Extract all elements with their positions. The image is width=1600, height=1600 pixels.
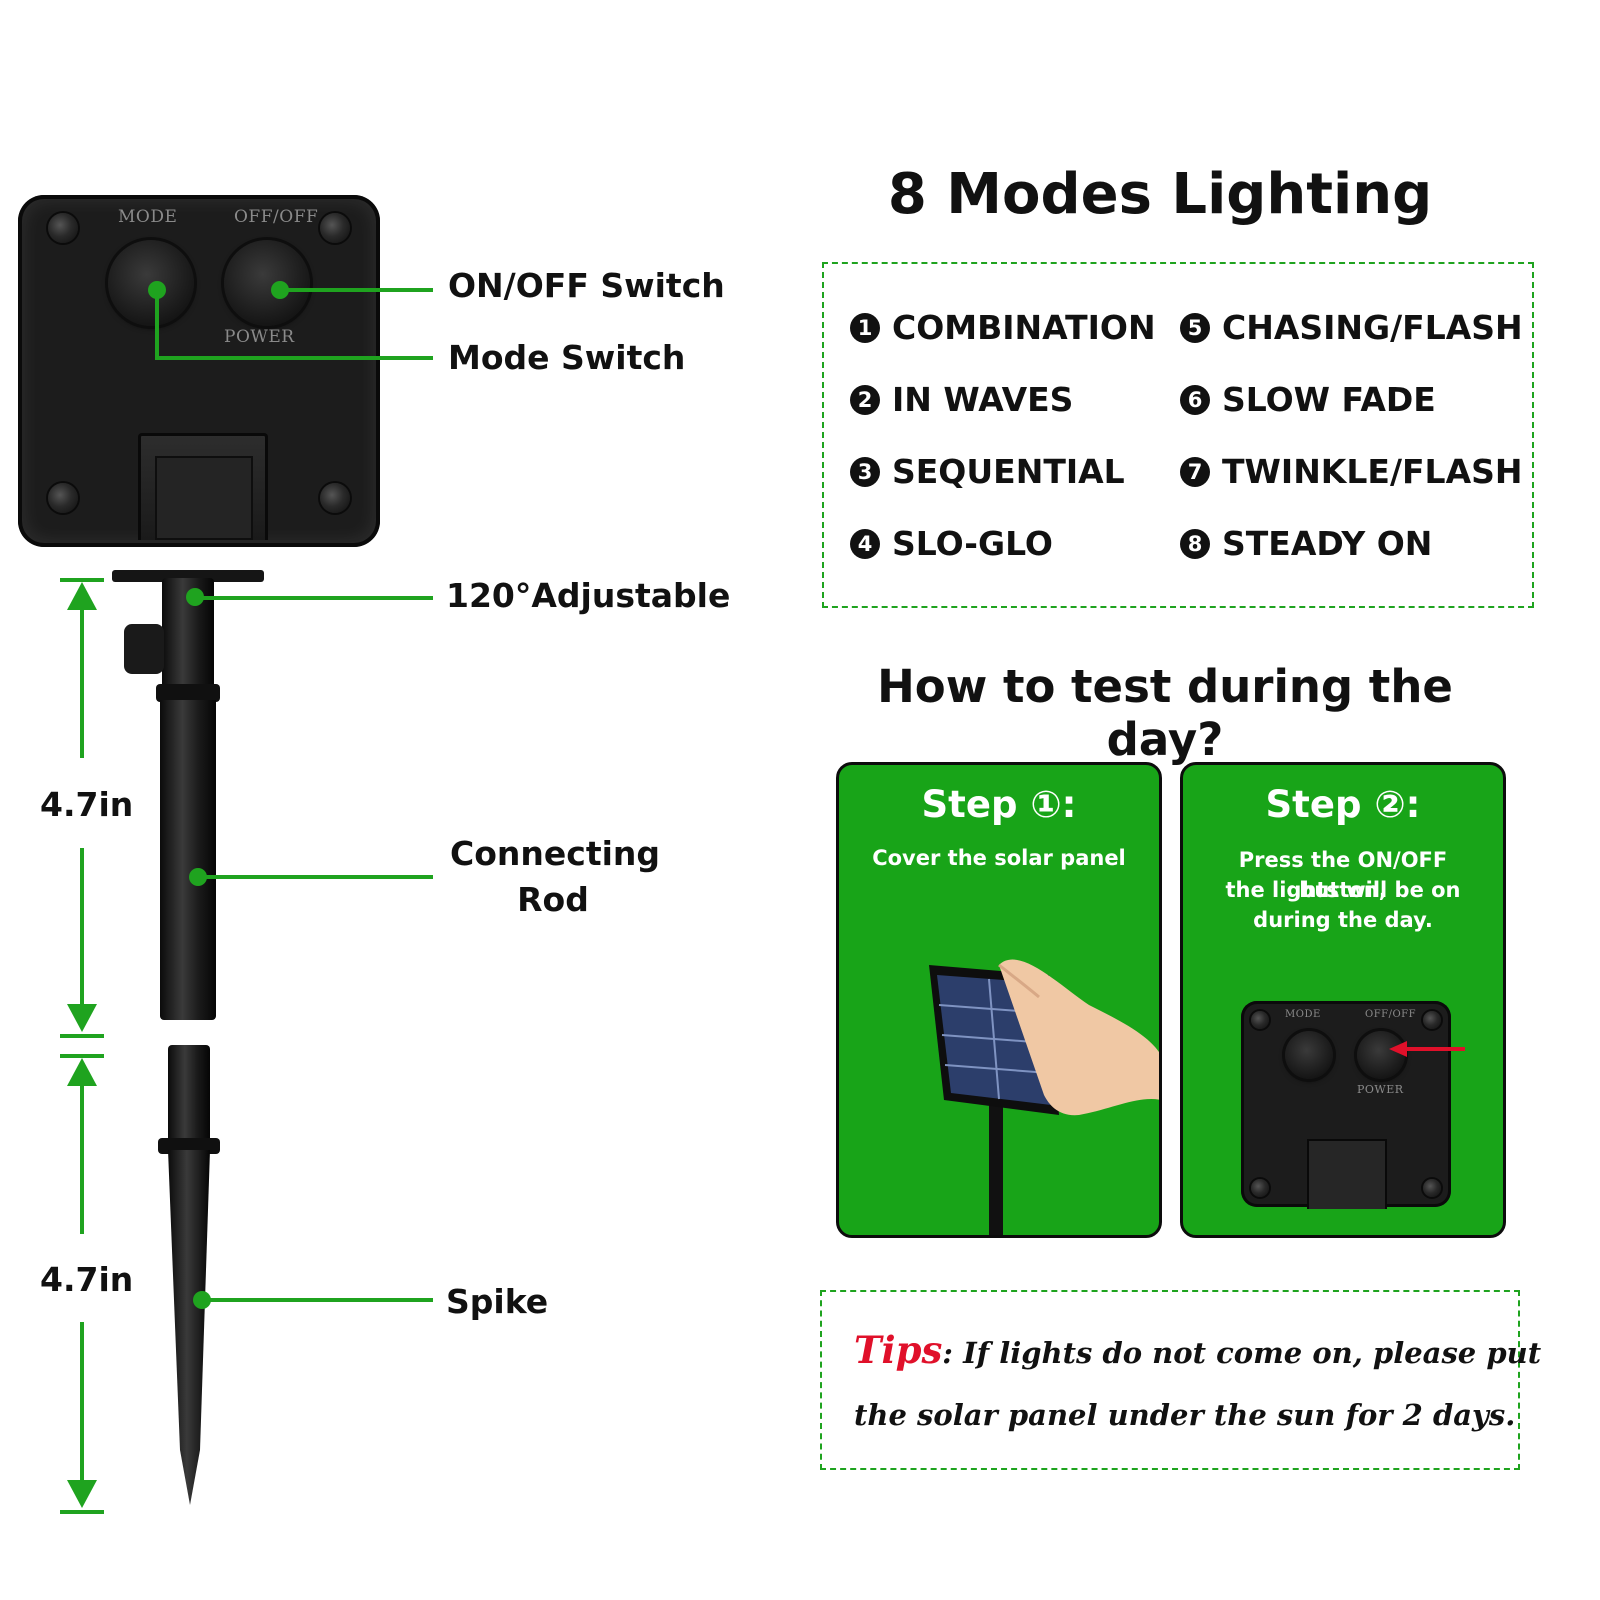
dim-line <box>80 1322 84 1480</box>
mini-power-print: POWER <box>1357 1083 1404 1096</box>
tips-line-1: Tips: If lights do not come on, please p… <box>854 1328 1542 1372</box>
power-button[interactable] <box>224 240 310 326</box>
dim-tick <box>60 1510 104 1514</box>
controller-box: MODE OFF/OFF POWER <box>18 195 380 547</box>
power-print: POWER <box>224 327 295 347</box>
solar-panel-hand-illustration <box>929 959 1159 1235</box>
dim-line <box>80 1084 84 1234</box>
mode-callout: Mode Switch <box>448 338 686 377</box>
tips-key: Tips <box>854 1328 943 1372</box>
upper-dimension: 4.7in <box>40 785 134 824</box>
arrow-up-icon <box>67 582 97 610</box>
rod-leader <box>198 875 433 879</box>
screw-icon <box>1423 1011 1441 1029</box>
spike-leader <box>202 1298 433 1302</box>
screw-icon <box>320 483 350 513</box>
offon-print: OFF/OFF <box>234 207 319 227</box>
knob-icon <box>124 624 164 674</box>
arrow-down-icon <box>67 1480 97 1508</box>
dim-tick <box>60 1034 104 1038</box>
tips-line-2: the solar panel under the sun for 2 days… <box>854 1398 1516 1432</box>
mode-print: MODE <box>118 207 178 227</box>
step2-card: Step ②: Press the ON/OFF button, the lig… <box>1180 762 1506 1238</box>
screw-icon <box>1423 1179 1441 1197</box>
red-arrow-icon <box>1389 1041 1465 1057</box>
rod-callout-1: Connecting <box>450 834 661 873</box>
arrow-up-icon <box>67 1058 97 1086</box>
spike-callout: Spike <box>446 1282 549 1321</box>
screw-icon <box>48 213 78 243</box>
mini-power-button[interactable] <box>1357 1031 1405 1079</box>
onoff-callout: ON/OFF Switch <box>448 266 725 305</box>
tips-box: Tips: If lights do not come on, please p… <box>820 1290 1541 1470</box>
step1-text: Cover the solar panel <box>872 846 1126 870</box>
connecting-rod <box>160 700 216 1020</box>
mini-light-sensor <box>1307 1139 1387 1209</box>
step2-text-2: the lights will be on <box>1225 878 1461 902</box>
mini-mode-button[interactable] <box>1285 1031 1333 1079</box>
mini-mode-print: MODE <box>1285 1009 1321 1020</box>
onoff-leader <box>280 288 433 292</box>
step1-title: Step ①: <box>921 783 1077 826</box>
spike <box>168 1150 210 1505</box>
test-title: How to test during the day? <box>877 660 1453 766</box>
mode-leader-v <box>155 290 159 360</box>
step2-text-3: during the day. <box>1253 908 1433 932</box>
rod-callout-2: Rod <box>517 880 589 919</box>
dim-line <box>80 608 84 758</box>
screw-icon <box>1251 1179 1269 1197</box>
mini-controller: MODE OFF/OFF POWER <box>1241 1001 1451 1209</box>
rod-collar <box>156 684 220 702</box>
step1-card: Step ①: Cover the solar panel <box>836 762 1162 1238</box>
adjust-leader <box>195 596 433 600</box>
dim-tick <box>60 1054 104 1058</box>
dim-line <box>80 848 84 1004</box>
adjustable-callout: 120°Adjustable <box>446 576 731 615</box>
dim-tick <box>60 578 104 582</box>
arrow-down-icon <box>67 1004 97 1032</box>
mini-offon-print: OFF/OFF <box>1365 1009 1417 1020</box>
step2-title: Step ②: <box>1265 783 1421 826</box>
screw-icon <box>1251 1011 1269 1029</box>
spike-top <box>168 1045 210 1145</box>
screw-icon <box>320 213 350 243</box>
lower-dimension: 4.7in <box>40 1260 134 1299</box>
mode-leader <box>155 356 433 360</box>
modes-title: 8 Modes Lighting <box>887 162 1433 227</box>
mount-bracket <box>112 570 264 582</box>
light-sensor <box>138 433 268 540</box>
step2-text-1: Press the ON/OFF button, <box>1238 848 1448 902</box>
screw-icon <box>48 483 78 513</box>
